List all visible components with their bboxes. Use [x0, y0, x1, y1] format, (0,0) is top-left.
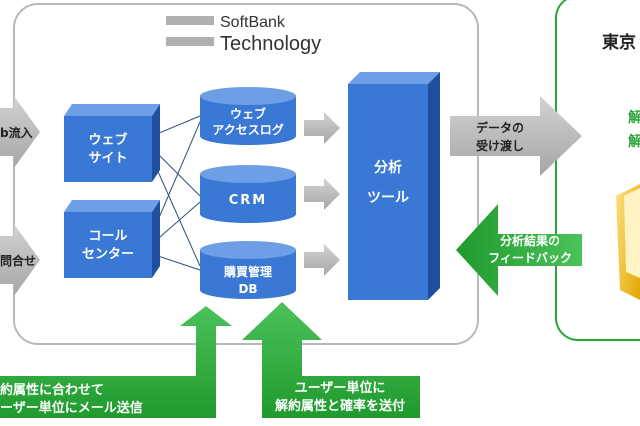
attribute-send-label-1: ユーザー単位に [295, 380, 386, 396]
attribute-send-arrow [242, 302, 420, 418]
website-label-2: サイト [88, 151, 127, 166]
folder-icon [616, 184, 640, 300]
crm-db: CRM [200, 165, 296, 223]
analysis-tool-label-2: ツール [367, 190, 409, 206]
analysis-tool-label-1: 分析 [374, 159, 402, 176]
feedback-label-1: 分析結果の [500, 233, 560, 248]
db-arrow-1 [304, 112, 340, 144]
web-inflow-arrow [0, 96, 40, 168]
web-access-log-label-1: ウェブ [230, 106, 266, 121]
db-arrow-3 [304, 244, 340, 276]
inquiry-arrow [0, 224, 40, 296]
analysis-tool-box: 分析 ツール [348, 72, 440, 300]
data-transfer-arrow [450, 96, 582, 176]
email-send-arrow [0, 306, 232, 418]
logo-line-1: SoftBank [220, 14, 286, 31]
web-inflow-label: b流入 [0, 125, 33, 140]
feedback-label-2: フィードバック [488, 251, 572, 265]
softbank-technology-logo: SoftBank Technology [166, 14, 321, 55]
call-center-label-2: センター [82, 247, 134, 262]
website-label-1: ウェブ [88, 132, 127, 148]
right-panel-line-2: 解 [628, 133, 640, 150]
attribute-send-label-2: 解約属性と確率を送付 [274, 398, 405, 414]
purchase-db-label-1: 購買管理 [223, 264, 272, 279]
call-center-label-1: コール [88, 229, 127, 244]
logo-line-2: Technology [220, 33, 321, 55]
call-center-box: コール センター [64, 200, 160, 278]
right-panel-title: 東京 [602, 32, 636, 53]
data-transfer-label-2: 受け渡し [476, 138, 524, 153]
db-arrow-2 [304, 178, 340, 210]
website-box: ウェブ サイト [64, 104, 160, 182]
inquiry-label: 問合せ [0, 253, 36, 268]
right-panel-line-1: 解 [628, 109, 640, 126]
feedback-arrow [456, 204, 582, 296]
web-access-log-db: ウェブ アクセスログ [200, 87, 296, 145]
web-access-log-label-2: アクセスログ [212, 122, 283, 137]
email-send-label-1: 約属性に合わせて [0, 382, 104, 398]
crm-label: CRM [229, 193, 268, 208]
purchase-db: 購買管理 DB [200, 241, 296, 299]
purchase-db-label-2: DB [238, 282, 257, 296]
system-frame [13, 3, 479, 345]
email-send-label-2: ーザー単位にメール送信 [0, 400, 143, 416]
data-transfer-label-1: データの [476, 120, 524, 135]
